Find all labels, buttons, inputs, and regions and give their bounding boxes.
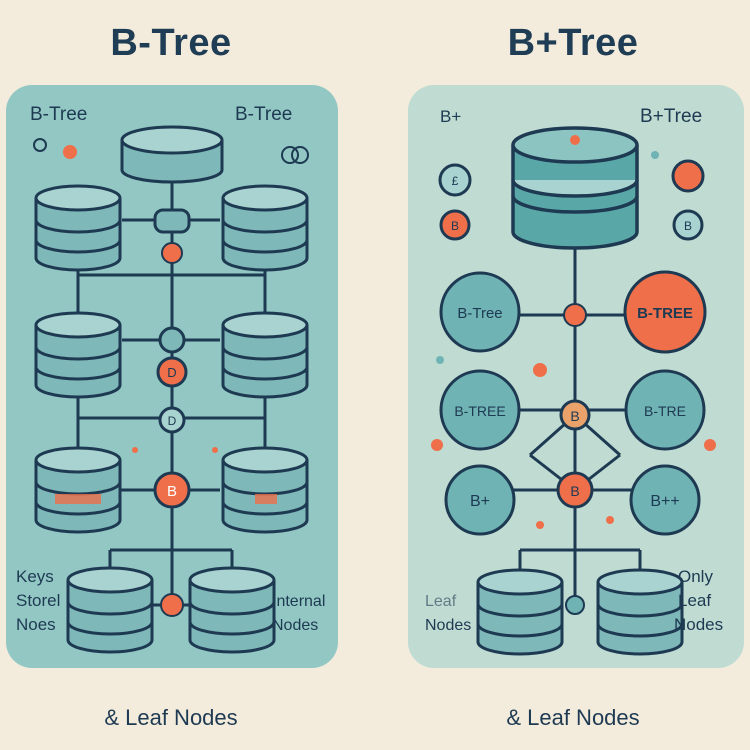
right-node-b-tree-3 xyxy=(439,369,521,451)
left-leaf-dot xyxy=(160,593,184,617)
right-decor-dot-2 xyxy=(431,439,443,451)
right-side-label-right-1: Only xyxy=(678,567,713,586)
right-small-node-4 xyxy=(672,209,704,241)
right-db-icon-1 xyxy=(476,568,564,656)
title-b-plus-tree: B+Tree xyxy=(507,22,639,64)
left-side-label-2: Storel xyxy=(16,591,60,610)
right-small-node-1 xyxy=(438,163,472,197)
left-decor-dot-1 xyxy=(63,145,77,159)
left-db-icon-6 xyxy=(221,446,309,534)
right-side-label-left-1: Leaf xyxy=(425,593,457,610)
right-node-b-tree-2-label: B-TREE xyxy=(637,305,693,322)
right-side-label-right-2: Leaf xyxy=(678,591,711,610)
right-decor-dot-6 xyxy=(606,516,614,524)
left-corner-label-right: B-Tree xyxy=(235,104,292,125)
left-highlight-2 xyxy=(255,494,277,504)
right-node-b-tree-3-label: B-TREE xyxy=(454,403,505,419)
right-decor-dot-1 xyxy=(533,363,547,377)
title-b-tree: B-Tree xyxy=(110,22,232,64)
left-db-icon-3 xyxy=(34,311,122,399)
right-side-label-left-2: Nodes xyxy=(425,617,471,634)
right-db-icon-2 xyxy=(596,568,684,656)
right-node-b-tree-4 xyxy=(624,369,706,451)
caption-left: & Leaf Nodes xyxy=(104,705,238,730)
left-circle-b-label: B xyxy=(167,483,177,500)
right-node-b-tree-1 xyxy=(439,271,521,353)
left-root-db-icon xyxy=(120,125,224,184)
right-decor-dot-5 xyxy=(536,521,544,529)
right-small-node-2-label: B xyxy=(451,219,459,233)
left-db-icon-5 xyxy=(34,446,122,534)
left-db-icon-8 xyxy=(188,566,276,654)
left-circle-d xyxy=(156,356,188,388)
right-center-b xyxy=(559,399,591,431)
right-side-label-2: Nodes xyxy=(272,617,318,634)
right-small-node-2 xyxy=(439,209,471,241)
left-node-dot-1 xyxy=(161,242,183,264)
left-circle-b xyxy=(153,471,191,509)
right-center-b2 xyxy=(556,471,594,509)
right-leaf-dot xyxy=(565,595,585,615)
right-node-b-plus-2 xyxy=(629,464,701,536)
left-circle-d2-label: D xyxy=(168,414,177,428)
right-decor-dot-3 xyxy=(704,439,716,451)
left-circle-d2 xyxy=(158,406,186,434)
left-db-icon-2 xyxy=(221,184,309,272)
right-node-b-plus-2-label: B++ xyxy=(650,493,679,510)
left-decor-dot-3 xyxy=(212,447,218,453)
right-decor-dot-4 xyxy=(570,135,580,145)
right-center-dot-1 xyxy=(563,303,587,327)
right-small-node-4-label: B xyxy=(684,219,692,233)
right-node-b-tree-4-label: B-TRE xyxy=(644,403,686,419)
right-side-label-right-3: Nodes xyxy=(674,615,723,634)
left-highlight-1 xyxy=(55,494,101,504)
left-decor-dot-2 xyxy=(132,447,138,453)
right-small-node-1-label: £ xyxy=(452,174,459,188)
left-corner-label-left: B-Tree xyxy=(30,104,87,125)
left-decor-ring-3 xyxy=(291,146,309,164)
right-node-b-tree-1-label: B-Tree xyxy=(457,305,502,322)
right-small-node-3 xyxy=(671,159,705,193)
right-side-label-1: Internal xyxy=(272,593,325,610)
right-center-b-label: B xyxy=(570,408,579,424)
left-node-dot-2 xyxy=(158,326,186,354)
right-root-db-icon xyxy=(511,126,639,250)
left-db-icon-7 xyxy=(66,566,154,654)
left-connector-node xyxy=(153,208,191,234)
left-db-icon-1 xyxy=(34,184,122,272)
left-side-label-3: Noes xyxy=(16,615,56,634)
right-node-b-plus-1-label: B+ xyxy=(470,493,490,510)
left-side-label-1: Keys xyxy=(16,567,54,586)
right-corner-label-right: B+Tree xyxy=(640,106,702,127)
caption-right: & Leaf Nodes xyxy=(506,705,640,730)
right-decor-dot-7 xyxy=(651,151,659,159)
right-center-b2-label: B xyxy=(570,483,579,499)
left-circle-d-label: D xyxy=(167,365,176,380)
right-corner-label-left: B+ xyxy=(440,107,461,126)
right-decor-dot-8 xyxy=(436,356,444,364)
right-node-b-plus-1 xyxy=(444,464,516,536)
left-db-icon-4 xyxy=(221,311,309,399)
left-decor-ring-1 xyxy=(33,138,47,152)
left-decor-ring-2 xyxy=(281,146,299,164)
right-node-b-tree-2 xyxy=(623,270,707,354)
